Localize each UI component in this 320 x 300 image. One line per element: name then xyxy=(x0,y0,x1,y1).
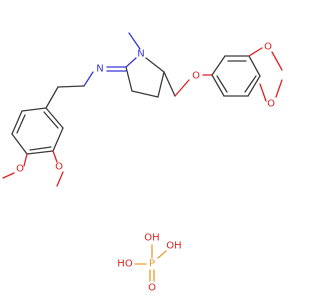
bdx-bond-4 xyxy=(247,75,261,97)
aryl-bond-5 xyxy=(52,127,64,152)
benzodioxole-ring xyxy=(211,47,283,102)
bond-aryl-o-left xyxy=(23,153,28,167)
atom-o-dioxole-top: O xyxy=(264,42,272,53)
bond-c3-c4 xyxy=(131,90,159,98)
bond-c2-c3 xyxy=(125,66,133,92)
bond-o-top-ch2 xyxy=(271,51,283,71)
aryl-inner-3 xyxy=(43,111,59,129)
atom-labels: N N O O O O O HO P OH OH O xyxy=(16,42,275,294)
bond-bdx-o-top xyxy=(248,47,263,57)
atom-o-double: O xyxy=(148,283,156,294)
pyrrolidine-ring xyxy=(125,32,165,98)
ether-linker xyxy=(163,71,213,97)
bond-ch2-o xyxy=(174,79,190,97)
aryl-bond-6 xyxy=(45,107,64,129)
bdx-inner-3 xyxy=(216,75,228,93)
atom-ho-left: HO xyxy=(117,259,133,270)
aryl-inner-1 xyxy=(16,114,26,134)
aryl-bond-1 xyxy=(21,107,47,112)
bdx-bond-6 xyxy=(211,74,225,97)
aryl-inner-2 xyxy=(29,146,52,151)
bdx-bond-3 xyxy=(248,55,261,77)
atom-o-methoxy-left: O xyxy=(16,164,24,175)
bond-n-ch2 xyxy=(83,71,94,87)
bond-c5-n1 xyxy=(145,57,165,73)
bond-n1-c2 xyxy=(125,57,137,68)
bond-ch2-ch2 xyxy=(57,85,85,88)
atom-n-imine: N xyxy=(96,64,103,75)
aryl-bond-2 xyxy=(11,110,23,135)
atom-o-methoxy-right: O xyxy=(55,162,63,173)
molecule-structure-drawing: N N O O O O O HO P OH OH O xyxy=(2,32,283,294)
bond-o-bottom-bdx xyxy=(259,83,267,102)
atom-o-ether: O xyxy=(192,71,200,82)
dimethoxyphenyl-ring xyxy=(2,107,64,187)
aryl-bond-3 xyxy=(11,133,28,155)
atom-oh-top: OH xyxy=(144,233,159,244)
atom-oh-right: OH xyxy=(166,241,181,252)
atom-p: P xyxy=(149,259,155,270)
phosphoric-acid xyxy=(134,244,167,282)
bond-o-right-methyl xyxy=(56,171,64,187)
imine-double-bond xyxy=(106,66,127,72)
bond-o-left-methyl xyxy=(2,172,15,179)
bond-aryl-o-right xyxy=(52,150,58,163)
bond-c4-c5 xyxy=(157,71,165,98)
bond-c4-ch2 xyxy=(163,71,176,97)
atom-o-dioxole-bottom: O xyxy=(267,99,275,110)
bdx-inner-2 xyxy=(244,75,257,93)
bond-n1-methyl xyxy=(128,32,141,50)
bond-ch2-aryl xyxy=(45,86,59,109)
bond-ch2-o-bottom xyxy=(275,79,283,98)
aryl-bond-4 xyxy=(26,150,54,155)
ethyl-linker xyxy=(45,71,94,109)
bond-p-oh-right xyxy=(157,250,167,259)
bdx-bond-1 xyxy=(211,55,226,76)
atom-n-ring: N xyxy=(137,49,144,60)
